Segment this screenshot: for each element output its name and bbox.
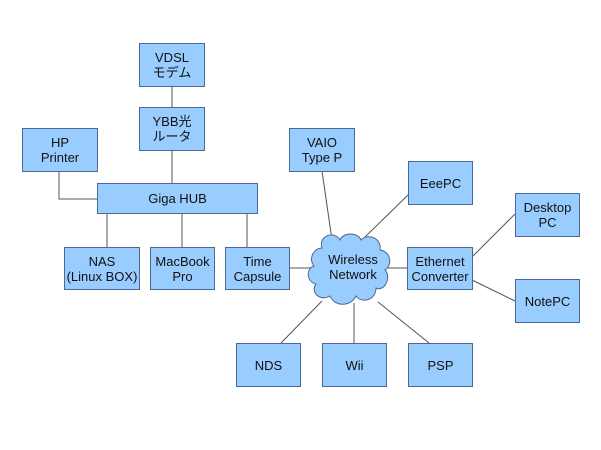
giga-hub-node: Giga HUB	[97, 183, 258, 214]
link-hp-hub	[58, 171, 97, 200]
wireless-network-label: Wireless Network	[328, 252, 378, 282]
vdsl-modem-node: VDSL モデム	[139, 43, 205, 87]
eeepc-node: EeePC	[408, 161, 473, 205]
link-ethernet-desktop	[471, 213, 516, 258]
link-nds-wireless	[280, 300, 323, 344]
hp-printer-node: HP Printer	[22, 128, 98, 172]
psp-node: PSP	[408, 343, 473, 387]
macbook-node: MacBook Pro	[150, 247, 215, 290]
ethernet-converter-node: Ethernet Converter	[407, 247, 473, 290]
time-capsule-node: Time Capsule	[225, 247, 290, 290]
link-ethernet-notepc	[471, 279, 516, 302]
link-vaio-wireless	[321, 170, 333, 241]
cloud-shape	[307, 233, 391, 305]
link-eeepc-wireless	[364, 194, 409, 238]
link-psp-wireless	[377, 301, 430, 344]
vaio-node: VAIO Type P	[289, 128, 355, 172]
nas-node: NAS (Linux BOX)	[64, 247, 140, 290]
wii-node: Wii	[322, 343, 387, 387]
ybb-router-node: YBB光 ルータ	[139, 107, 205, 151]
nds-node: NDS	[236, 343, 301, 387]
notepc-node: NotePC	[515, 279, 580, 323]
desktop-pc-node: Desktop PC	[515, 193, 580, 237]
